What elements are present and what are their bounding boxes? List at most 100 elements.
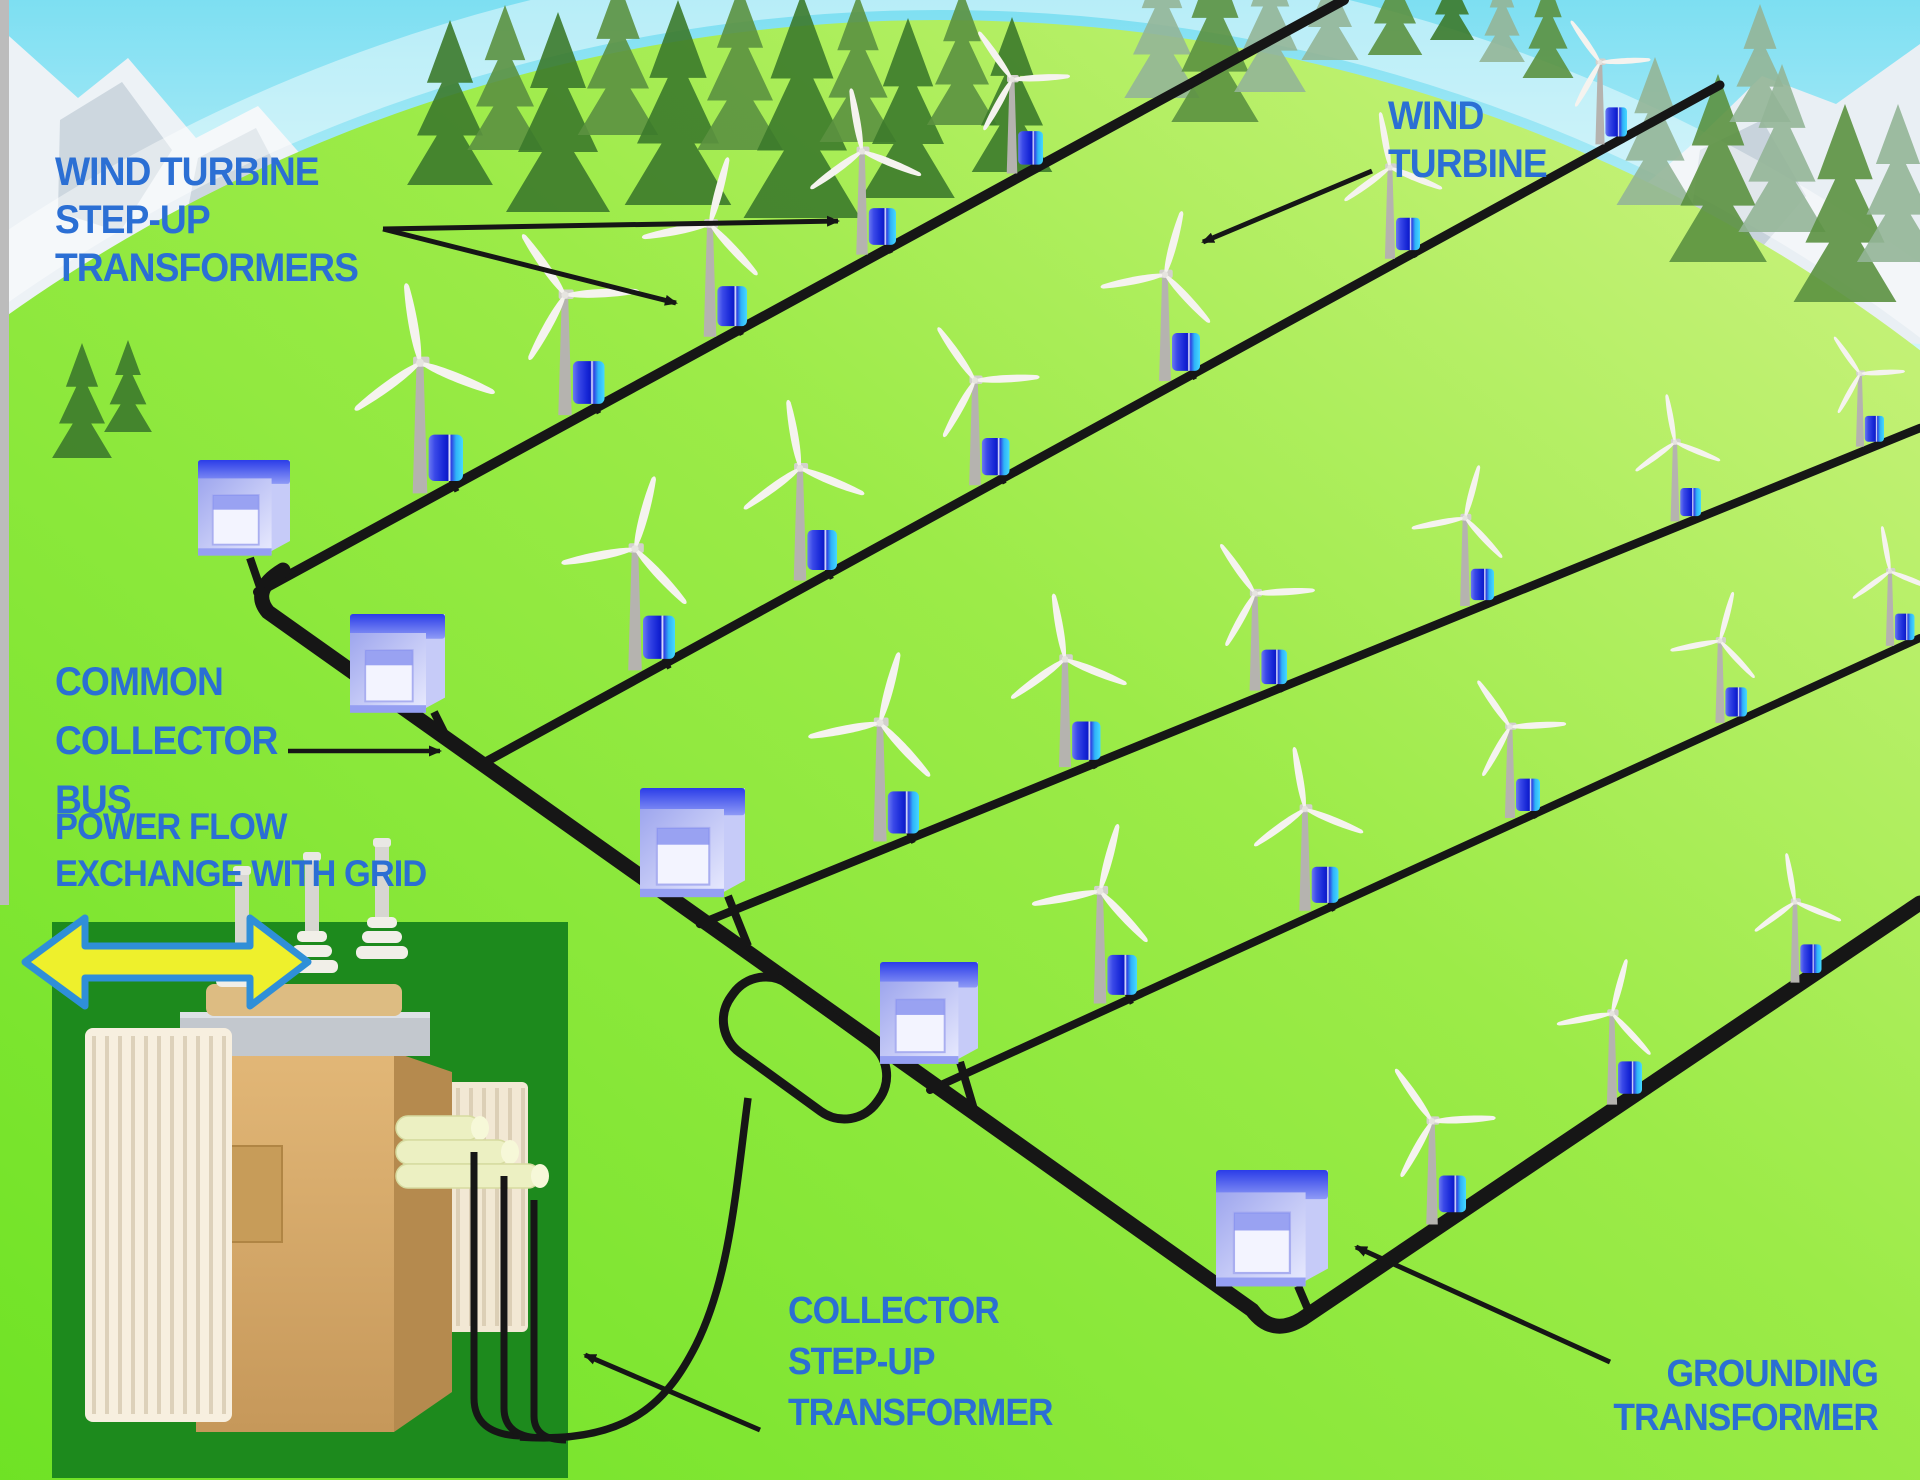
wind-turbine-step-up-transformer-icon: [428, 434, 463, 482]
turbine-blade: [1833, 336, 1861, 375]
wind-turbine: [521, 234, 639, 416]
tree-icon: [1669, 74, 1767, 262]
turbine-blade: [1303, 808, 1364, 834]
turbine-blade: [1344, 166, 1391, 202]
rotor-hub: [876, 719, 884, 727]
wind-turbine-step-up-transformer-icon: [981, 438, 1010, 476]
rotor-hub: [1507, 724, 1513, 730]
rotor-hub: [1387, 164, 1393, 171]
wind-turbine: [1220, 544, 1315, 693]
collector-step-up-transformer-inset: [52, 838, 568, 1478]
turbine-blade: [1670, 640, 1722, 652]
turbine-blade: [1880, 526, 1891, 573]
grounding-transformer: [1216, 1170, 1328, 1287]
turbine-blade: [1852, 570, 1891, 599]
turbine-blade: [1889, 570, 1920, 590]
rotor-hub: [416, 358, 424, 367]
wind-turbine-step-up-transformer-icon: [1107, 954, 1137, 995]
wind-turbine: [1556, 959, 1651, 1105]
wind-turbine-step-up-transformer-icon: [1311, 866, 1339, 903]
wind-turbine-step-up-transformer-icon: [717, 286, 747, 327]
wind-turbine: [1010, 593, 1127, 770]
wind-turbine: [1570, 20, 1651, 145]
turbine-blade: [1292, 747, 1306, 811]
collector-cable: [470, 1152, 521, 1440]
turbine-blade: [709, 157, 730, 226]
rotor-hub: [1597, 59, 1603, 65]
wind-turbine: [1833, 336, 1905, 449]
turbine-blade: [1031, 890, 1102, 906]
label-line: BUS: [55, 778, 132, 822]
turbine-blade: [1400, 1119, 1433, 1178]
transformer-stub: [724, 894, 752, 948]
rotor-hub: [1857, 371, 1863, 376]
turbine-blade: [1674, 441, 1721, 462]
wind-turbine-step-up-transformer-icon: [1470, 568, 1494, 601]
wind-turbine: [1635, 394, 1721, 524]
rotor-hub: [1252, 590, 1258, 597]
transformer-stub: [430, 710, 453, 744]
wind-turbine: [1754, 853, 1842, 983]
turbine-blade: [634, 476, 656, 551]
turbine-blade: [743, 467, 802, 510]
rotor-hub: [1792, 899, 1798, 905]
turbine-blade: [860, 150, 922, 177]
conduit: [395, 1163, 541, 1189]
turbine-blade: [1164, 273, 1211, 323]
label-line: STEP-UP: [788, 1341, 936, 1383]
turbine-blade: [1464, 465, 1481, 519]
turbine-blade: [1574, 61, 1601, 107]
label-line: WIND TURBINE: [55, 150, 320, 194]
wind-turbine-step-up-transformer-icon: [1800, 944, 1822, 973]
feeder-head-transformer: [350, 614, 445, 713]
feeder-line: [253, 0, 1349, 597]
turbine-blade: [1411, 517, 1467, 530]
label-line: GROUNDING: [1666, 1353, 1878, 1395]
feeder-head-transformer: [880, 962, 978, 1064]
turbine-blade: [798, 467, 865, 496]
label-wind-turbine-step-up-transformers: WIND TURBINE STEP-UP TRANSFORMERS: [55, 148, 359, 292]
label-line: EXCHANGE WITH GRID: [55, 853, 427, 894]
turbine-blade: [1220, 544, 1256, 595]
tree-icon: [1367, 0, 1423, 55]
turbine-blade: [1719, 639, 1755, 679]
rotor-hub: [971, 377, 979, 384]
label-line: COLLECTOR: [788, 1290, 1000, 1332]
bushing-icon: [356, 838, 408, 959]
turbine-blade: [1477, 680, 1511, 728]
turbine-blade: [1098, 889, 1148, 943]
label-power-flow-exchange: POWER FLOW EXCHANGE WITH GRID: [55, 803, 427, 897]
label-line: TURBINE: [1388, 142, 1548, 186]
turbine-blade: [1225, 592, 1256, 647]
rotor-hub: [1887, 569, 1893, 574]
wind-turbine: [1670, 591, 1755, 724]
conduit: [395, 1115, 481, 1141]
wind-turbine-step-up-transformer-icon: [807, 529, 837, 570]
turbine-blade: [1794, 901, 1842, 922]
turbine-blade: [708, 223, 758, 276]
tree-icon: [1793, 104, 1897, 302]
feeder-line: [926, 634, 1920, 1094]
turbine-blade: [1253, 808, 1307, 847]
tree-icon: [1738, 63, 1826, 232]
access-door: [229, 1145, 283, 1243]
turbine-blade: [1164, 211, 1184, 276]
feeder-head-transformer: [640, 788, 745, 898]
turbine-blade: [849, 88, 863, 153]
turbine-blade: [1556, 1012, 1614, 1026]
label-arrow-icon: [382, 215, 840, 232]
turbine-blade: [786, 399, 802, 470]
rotor-hub: [1096, 887, 1104, 895]
tree-icon: [467, 4, 543, 150]
turbine-blade: [1378, 112, 1391, 169]
tree-icon: [861, 18, 955, 199]
turbine-blade: [1100, 273, 1167, 289]
tree-icon: [697, 0, 783, 150]
turbine-blade: [942, 379, 976, 438]
power-flow-double-arrow-icon: [21, 914, 312, 1010]
wind-turbine-step-up-transformer-icon: [1072, 721, 1101, 760]
turbine-blade: [808, 721, 882, 739]
wind-turbine-step-up-transformer-icon: [1725, 687, 1747, 717]
turbine-blade: [418, 362, 495, 395]
